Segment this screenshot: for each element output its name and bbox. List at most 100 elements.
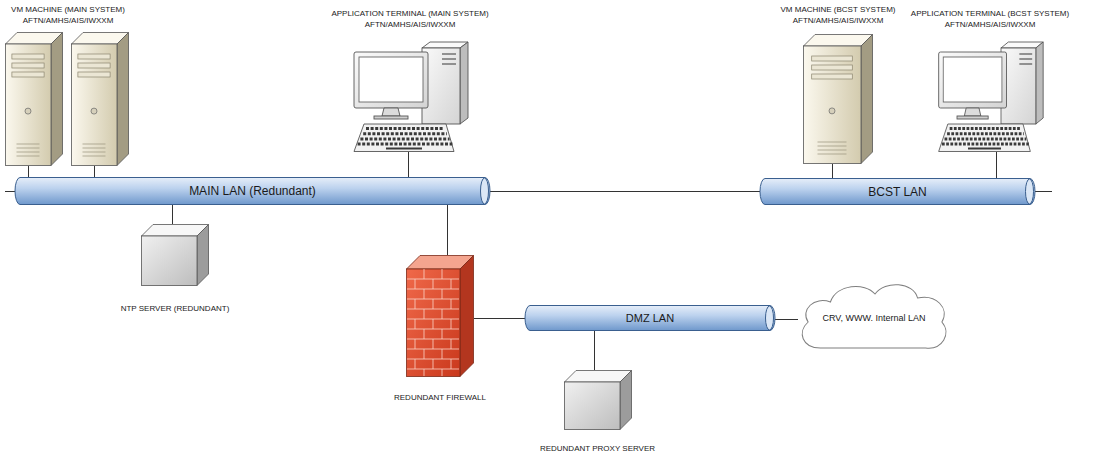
bus-line-stub	[1035, 191, 1052, 192]
brick-joint	[442, 269, 443, 279]
pc-slot	[1019, 58, 1032, 59]
node-label: VM MACHINE (MAIN SYSTEM)	[11, 4, 125, 15]
node-label: MAIN LAN (Redundant)	[189, 183, 316, 199]
application-terminal: APPLICATION TERMINAL (MAIN SYSTEM)AFTN/A…	[328, 8, 492, 152]
vm-server: VM MACHINE (BCST SYSTEM)AFTN/AMHS/AIS/IW…	[778, 4, 899, 164]
drive-bay	[12, 63, 44, 68]
key-row	[360, 137, 449, 140]
brick-joint	[442, 289, 443, 299]
vent-slot	[83, 148, 106, 149]
brick-joint	[451, 279, 452, 289]
vent-slot	[818, 142, 847, 143]
node-label: REDUNDANT PROXY SERVER	[540, 443, 655, 454]
terminal-icon	[354, 42, 468, 152]
drive-bay	[78, 63, 110, 68]
brick-joint	[424, 369, 425, 376]
brick-joint	[433, 319, 434, 329]
pc-side	[460, 42, 468, 124]
box-icon	[564, 370, 632, 430]
drive-bay	[78, 54, 110, 59]
brick-joint	[433, 299, 434, 309]
vent-slot	[17, 144, 40, 145]
monitor-base	[374, 116, 408, 119]
node-label: APPLICATION TERMINAL (BCST SYSTEM)	[911, 8, 1069, 19]
pipe-body	[525, 306, 775, 331]
cloud-shape	[802, 285, 946, 349]
node-label: CRV, WWW. Internal LAN	[822, 312, 925, 324]
brick-joint	[415, 319, 416, 329]
keyboard	[354, 124, 454, 152]
node-label: AFTN/AMHS/AIS/IWXXM	[365, 19, 456, 30]
vent-slot	[83, 156, 106, 157]
drive-bay	[12, 72, 44, 77]
proxy-server: REDUNDANT PROXY SERVER	[537, 370, 659, 454]
drive-bay	[12, 54, 44, 59]
server-tower	[72, 33, 129, 166]
network-link	[408, 152, 409, 177]
network-link	[28, 166, 29, 177]
server-tower	[804, 35, 873, 164]
firewall-icon	[406, 255, 474, 377]
pc-slot	[1019, 53, 1032, 54]
pipe-body	[15, 178, 490, 205]
network-link	[490, 191, 760, 192]
brick-joint	[442, 349, 443, 359]
pipe-end	[766, 306, 774, 330]
brick-joint	[451, 339, 452, 349]
vent-slot	[818, 150, 847, 151]
node-label: NTP SERVER (REDUNDANT)	[121, 303, 230, 314]
lan-bus: DMZ LAN	[525, 305, 775, 331]
node-label: BCST LAN	[868, 184, 926, 200]
monitor-frame	[939, 52, 1007, 108]
vent-slot	[83, 144, 106, 145]
box-side	[620, 371, 632, 430]
pc-slot	[442, 53, 456, 54]
brick-joint	[424, 289, 425, 299]
monitor-screen	[943, 57, 1002, 102]
space-bar	[968, 148, 1001, 150]
firewall: REDUNDANT FIREWALL	[391, 255, 490, 403]
pc-slot	[442, 63, 456, 64]
box-front	[564, 382, 620, 430]
firewall-front	[407, 269, 461, 377]
node-label: APPLICATION TERMINAL (MAIN SYSTEM)	[331, 8, 488, 19]
brick-joint	[433, 279, 434, 289]
brick-joint	[415, 359, 416, 369]
vent-slot	[83, 152, 106, 153]
node-label: DMZ LAN	[626, 311, 674, 326]
key-row	[358, 143, 453, 146]
key-row	[947, 132, 1024, 135]
box-icon	[141, 224, 209, 286]
brick-joint	[451, 319, 452, 329]
brick-joint	[424, 309, 425, 319]
brick-joint	[442, 309, 443, 319]
ntp-server: NTP SERVER (REDUNDANT)	[118, 224, 233, 314]
bus-line-stub	[5, 191, 15, 192]
brick-joint	[442, 329, 443, 339]
power-button	[91, 108, 97, 114]
pipe-end	[481, 178, 489, 204]
server-side	[117, 33, 129, 166]
pc-side	[1036, 42, 1043, 124]
network-cloud: CRV, WWW. Internal LAN	[798, 278, 950, 358]
node-label: AFTN/AMHS/AIS/IWXXM	[945, 19, 1036, 30]
network-link	[996, 152, 997, 178]
network-link	[775, 319, 798, 320]
box-front	[142, 236, 198, 286]
power-button	[829, 108, 835, 114]
server-side	[861, 35, 873, 164]
servers2-icon	[3, 32, 133, 166]
cloud-outline	[802, 285, 946, 349]
vent-slot	[17, 152, 40, 153]
lan-bus: BCST LAN	[760, 178, 1035, 205]
key-row	[945, 137, 1027, 140]
brick-joint	[433, 339, 434, 349]
monitor-frame	[354, 52, 428, 108]
firewall-side	[460, 256, 474, 377]
brick-joint	[415, 279, 416, 289]
brick-joint	[424, 329, 425, 339]
server-tower	[6, 33, 63, 166]
monitor-base	[957, 116, 988, 119]
vm-server-pair: VM MACHINE (MAIN SYSTEM)AFTN/AMHS/AIS/IW…	[3, 4, 133, 166]
